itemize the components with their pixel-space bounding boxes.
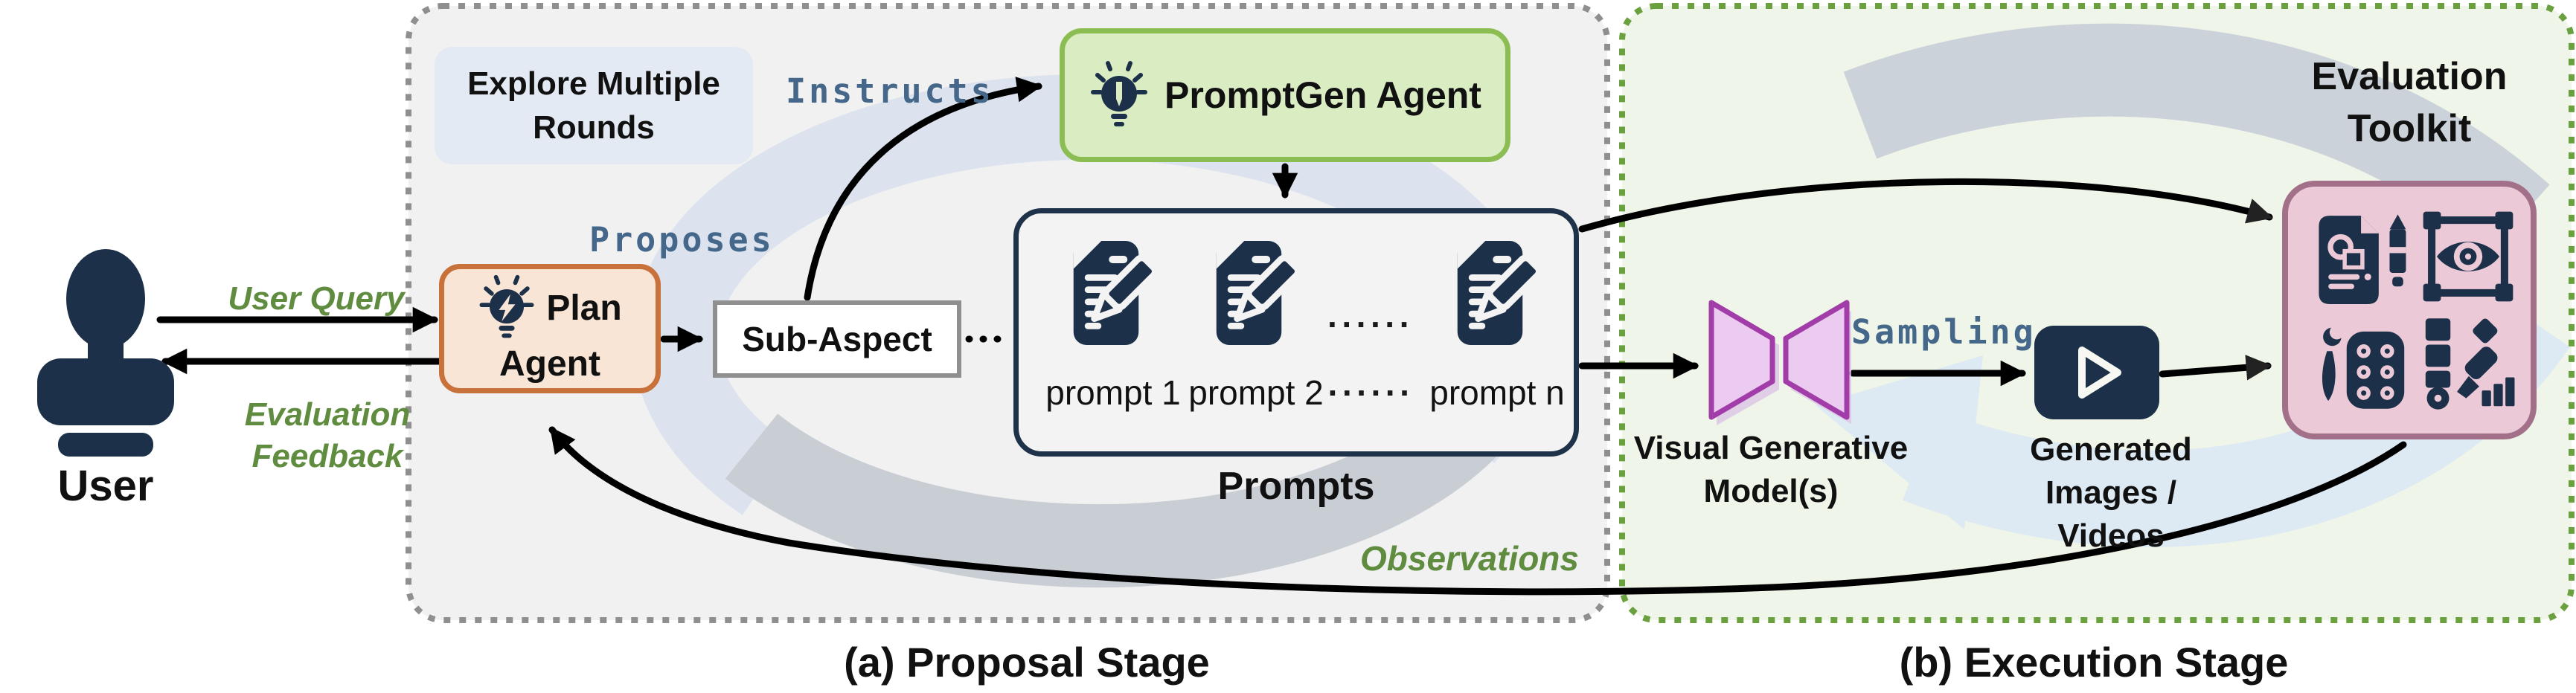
user-label: User (57, 462, 154, 510)
proposal-stage-dotted-border (406, 3, 1610, 623)
plan-agent-box: Plan Agent (439, 264, 661, 393)
prompt-labels-ellipsis: ······ (1327, 373, 1414, 412)
visual-generative-model-label: Visual Generative Model(s) (1633, 430, 1909, 510)
execution-stage-caption: (b) Execution Stage (1899, 639, 2289, 686)
prompt-document-icon (1073, 241, 1159, 345)
execution-swoosh-gray-arc (1843, 23, 2550, 254)
asset-swatch-icon (2425, 318, 2515, 410)
visual-inspect-eye-icon (2423, 211, 2513, 302)
generated-media-label-line1: Generated (2030, 431, 2192, 468)
evaluation-toolkit-box (2282, 181, 2537, 439)
prompt-document-icon (1457, 241, 1542, 345)
explore-multiple-rounds-label: Explore Multiple Rounds (467, 65, 720, 146)
explore-multiple-rounds-box: Explore Multiple Rounds (435, 47, 753, 164)
report-analysis-icon (2319, 214, 2406, 304)
plan-agent-label-line2: Agent (499, 344, 600, 384)
execution-swoosh-arrowhead (1816, 355, 1983, 529)
prompt-n-label: prompt n (1429, 373, 1565, 412)
sampling-label: Sampling (1851, 312, 2037, 352)
plan-agent-label-line1: Plan (546, 288, 622, 328)
palette-brush-icon (2322, 325, 2405, 409)
lightbulb-pencil-icon (1091, 61, 1148, 126)
user-icon (37, 249, 174, 457)
sub-aspect-label: Sub-Aspect (742, 320, 932, 358)
generated-media-box (2034, 326, 2159, 419)
generated-media-label: Generated Images / Videos (1996, 428, 2226, 558)
proposal-swoosh-gray-arc (725, 389, 1509, 588)
prompts-to-toolkit-arc-arrow (1578, 178, 2273, 233)
generative-model-bowtie-icon (1708, 300, 1851, 425)
evaluation-feedback-label: Evaluation Feedback (244, 396, 411, 475)
observations-label: Observations (1360, 539, 1579, 578)
play-icon (2078, 346, 2121, 399)
user-query-label: User Query (228, 280, 405, 317)
generated-media-label-line2: Images / Videos (2045, 474, 2177, 555)
evaluation-toolkit-label: Evaluation Toolkit (2290, 51, 2528, 155)
promptgen-agent-box: PromptGen Agent (1060, 28, 1510, 162)
execution-stage-dotted-border (1619, 3, 2575, 623)
observations-feedback-arrow (548, 426, 2407, 596)
prompt-2-label: prompt 2 (1188, 373, 1324, 412)
proposal-stage-caption: (a) Proposal Stage (844, 639, 1210, 686)
promptgen-agent-label: PromptGen Agent (1164, 74, 1481, 116)
proposes-label: Proposes (589, 220, 775, 260)
evaluation-toolkit-label-line1: Evaluation (2311, 55, 2508, 98)
prompts-box: ······ prompt 1 prompt 2 ······ prompt n (1013, 208, 1579, 457)
instructs-curved-arrow (804, 77, 1043, 301)
evaluation-toolkit-label-line2: Toolkit (2347, 107, 2472, 151)
prompt-icons-ellipsis: ······ (1327, 305, 1414, 344)
lightbulb-bolt-icon (479, 275, 534, 338)
prompt-1-label: prompt 1 (1045, 373, 1181, 412)
instructs-label: Instructs (786, 71, 994, 111)
generated-to-toolkit-arrow (2159, 355, 2272, 381)
sub-aspect-box: Sub-Aspect (713, 300, 961, 378)
prompts-title: Prompts (1217, 465, 1375, 508)
prompt-document-icon (1216, 241, 1301, 345)
